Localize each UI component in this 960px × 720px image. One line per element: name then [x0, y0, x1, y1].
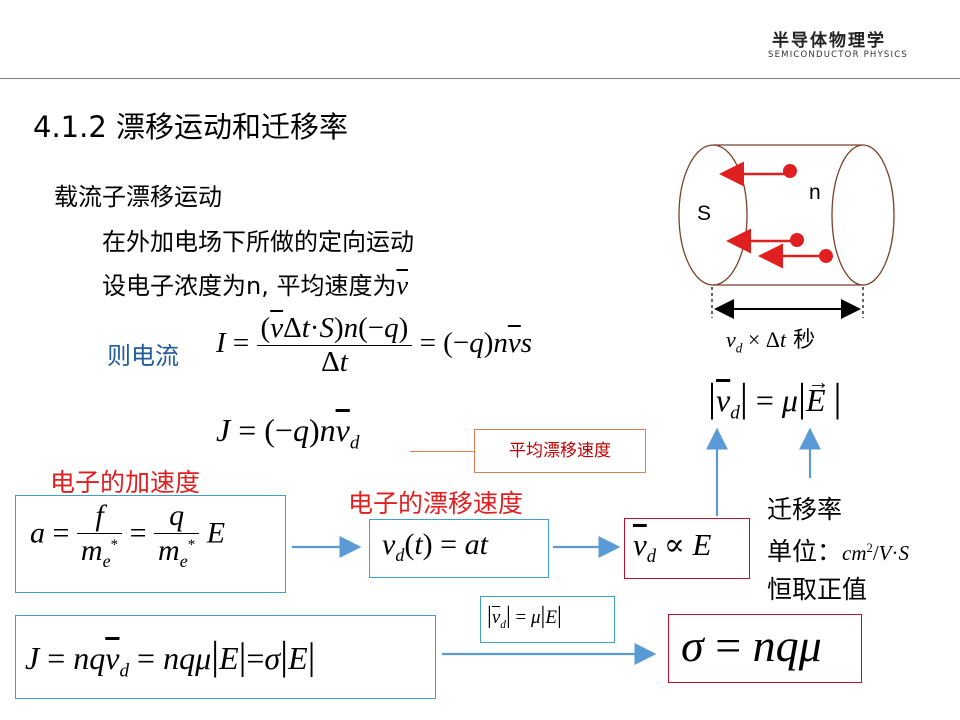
unit-value: cm2/V·S — [842, 541, 909, 565]
logo-cn: 半导体物理学 — [772, 31, 886, 51]
cylinder — [678, 144, 895, 286]
unit-label: 单位： — [767, 537, 843, 566]
electron-dot — [790, 233, 804, 247]
bullet-drift-motion: 载流子漂移运动 — [54, 183, 222, 211]
current-label: 则电流 — [107, 342, 179, 370]
proportional-box: vd ∝ E — [624, 518, 750, 579]
header-divider — [0, 78, 960, 79]
label-n: n — [809, 181, 821, 204]
acceleration-label: 电子的加速度 — [50, 468, 201, 497]
length-dimension — [711, 287, 864, 319]
drift-velocity-callout: 平均漂移速度 — [474, 429, 646, 473]
vd-times-dt: vd × Δt — [726, 327, 787, 356]
sub-bullet-assumption: 设电子浓度为n, 平均速度为v — [102, 266, 408, 301]
sub-bullet-definition: 在外加电场下所做的定向运动 — [102, 228, 414, 256]
small-mobility-equation: |vd| = μ|E| — [487, 603, 562, 631]
callout-leader-line — [410, 451, 474, 452]
avg-velocity-symbol: v — [396, 271, 409, 300]
drift-velocity-equation: vd(t) = at — [382, 528, 488, 565]
mobility-relation: |vd| = μ|E→| — [708, 369, 842, 424]
conductivity-derivation: J = nqvd = nqμ|E|=σ|E| — [25, 633, 316, 682]
mobility-title: 迁移率 — [767, 495, 843, 524]
slide-title: 4.1.2 漂移运动和迁移率 — [33, 110, 349, 144]
mobility-unit-row: 单位：cm2/V·S — [767, 532, 909, 568]
label-S: S — [697, 202, 712, 225]
current-equation: I = (vΔt·S)n(−q) Δt = (−q)nvs — [216, 312, 533, 378]
logo-en: SEMICONDUCTOR PHYSICS — [768, 50, 908, 60]
electron-dot — [783, 164, 797, 178]
callout-text: 平均漂移速度 — [509, 441, 611, 461]
seconds-label: 秒 — [793, 328, 816, 353]
small-mobility-box: |vd| = μ|E| — [480, 596, 615, 643]
current-density-equation: J = (−q)nvd — [216, 412, 360, 454]
electron-dot — [819, 249, 833, 263]
assumption-text: 设电子浓度为n, 平均速度为 — [102, 272, 397, 300]
time-distance-label: vd × Δt 秒 — [726, 322, 815, 356]
positive-label: 恒取正值 — [767, 575, 868, 604]
drift-velocity-box: vd(t) = at — [369, 519, 549, 578]
conductivity-box: σ = nqμ — [668, 614, 862, 683]
header-bar: 半导体物理学 SEMICONDUCTOR PHYSICS — [0, 0, 960, 80]
drift-velocity-label: 电子的漂移速度 — [348, 489, 524, 518]
current-density-box: J = nqvd = nqμ|E|=σ|E| — [15, 615, 436, 699]
conductivity-equation: σ = nqμ — [681, 620, 822, 671]
proportional-equation: vd ∝ E — [633, 527, 712, 568]
